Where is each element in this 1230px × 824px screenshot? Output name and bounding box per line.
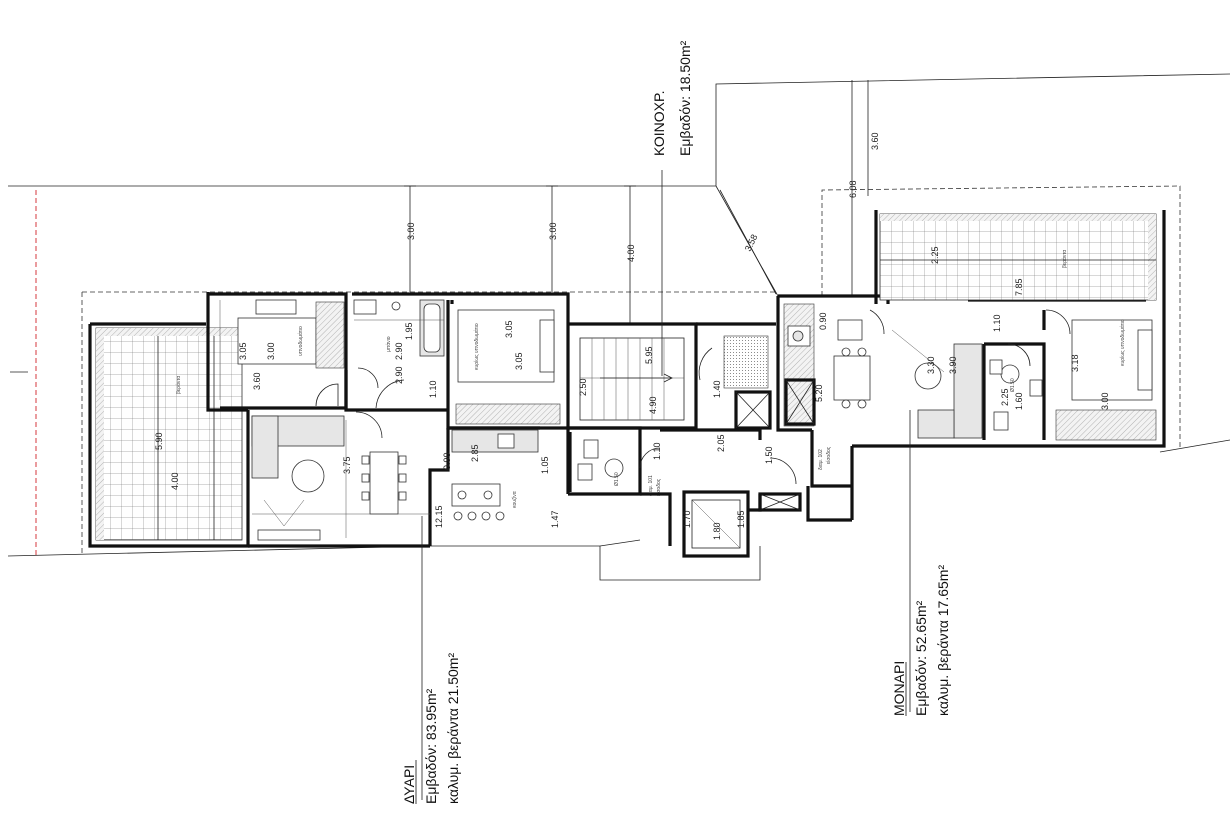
dyari-name: ΔΥΑΡΙ	[401, 765, 417, 804]
dim-liv-a: 3.75	[342, 456, 352, 474]
label-bath: μπάνιο	[385, 336, 392, 352]
dim-setback-b: 3.00	[548, 222, 558, 240]
dim-st-d: 1.40	[712, 380, 722, 398]
dim-rb-b: 2.25	[1000, 388, 1010, 406]
room-master-bedroom-1: κυρίως υπνοδωμάτιο 3.05 3.05	[455, 309, 561, 425]
label-d2: Ø1.50	[1010, 378, 1016, 392]
dim-vl-a: 5.90	[154, 432, 164, 450]
setback-dimensions: 3.00 3.00 4.00 3.58 6.08 3.60	[404, 80, 880, 324]
dim-st-f: 2.05	[716, 434, 726, 452]
dim-setback-c: 4.00	[626, 244, 636, 262]
dim-st-b: 5.95	[644, 346, 654, 364]
dim-m2-a: 3.18	[1070, 354, 1080, 372]
veranda-left: βεράντα 5.90 4.00	[95, 327, 243, 541]
label-master-2: κυρίως υπνοδωμάτιο	[1119, 319, 1126, 366]
room-monari-bath: Ø1.50 2.25 1.60	[989, 343, 1043, 431]
dim-r-a: 0.90	[818, 312, 828, 330]
dim-rb-a: 1.10	[992, 314, 1002, 332]
dim-lift-a: 1.70	[682, 510, 692, 528]
monari-walls	[776, 210, 1166, 522]
dim-right-a: 6.08	[848, 180, 858, 198]
label-dyari: ΔΥΑΡΙ Εμβαδόν: 83.95m² καλυμ. βεράντα 21…	[401, 516, 461, 804]
label-apt-102: διαμ. 102	[818, 449, 824, 470]
dim-st-g: 1.50	[764, 446, 774, 464]
dim-r-b: 5.20	[814, 384, 824, 402]
room-monari-living: 3.30 3.90 1.10	[891, 314, 1002, 439]
dim-b1-a: 3.05	[238, 342, 248, 360]
label-kitchen: κουζίνα	[512, 491, 518, 508]
label-bedroom-1: υπνοδωμάτιο	[297, 326, 304, 356]
veranda-right: βεράντα 2.25 7.85	[879, 213, 1157, 301]
label-apt-101: διαμ. 101	[648, 475, 654, 496]
dim-k-b: 2.85	[470, 444, 480, 462]
dim-b1-c: 3.60	[252, 372, 262, 390]
room-bedroom-1: υπνοδωμάτιο 3.05 3.00 3.60	[219, 299, 345, 407]
dim-corr-b: 1.10	[428, 380, 438, 398]
dim-b1-b: 3.00	[266, 342, 276, 360]
dim-k-a: 0.90	[442, 452, 452, 470]
dim-k-c: 1.05	[540, 456, 550, 474]
dyari-walls	[88, 292, 570, 548]
monari-name: ΜΟΝΑΡΙ	[891, 661, 907, 716]
label-veranda-left: βεράντα	[175, 376, 182, 394]
dim-corr-a: 2.90	[394, 366, 404, 384]
dim-vr-a: 2.25	[930, 246, 940, 264]
dim-st-e: 1.10	[652, 442, 662, 460]
dim-m1-a: 3.05	[504, 320, 514, 338]
dim-rl-a: 3.30	[926, 356, 936, 374]
dim-lift-b: 1.80	[712, 522, 722, 540]
dim-st-a: 2.50	[578, 378, 588, 396]
common-area: 2.50 5.95 4.90 1.40 Ø1.50 1.10 διαμ. 101…	[568, 322, 802, 558]
room-kitchen: κουζίνα 0.90 2.85 1.05 1.47	[442, 429, 560, 528]
dim-lift-c: 1.85	[736, 510, 746, 528]
dim-liv-b: 12.15	[434, 505, 444, 528]
dim-bath-a: 1.95	[404, 322, 414, 340]
plot-boundary	[7, 73, 1230, 581]
dim-vr-b: 7.85	[1014, 278, 1024, 296]
dim-k-d: 1.47	[550, 510, 560, 528]
dim-right-b: 3.60	[870, 132, 880, 150]
koinoxr-area: Εμβαδόν: 18.50m²	[677, 40, 693, 156]
monari-area: Εμβαδόν: 52.65m²	[913, 600, 929, 716]
dim-bath-b: 2.90	[394, 342, 404, 360]
koinoxr-name: ΚΟΙΝΟΧΡ.	[651, 91, 667, 156]
room-master-bedroom-2: κυρίως υπνοδωμάτιο 3.18 3.00	[1045, 309, 1157, 441]
dim-m1-b: 3.05	[514, 352, 524, 370]
label-koinoxr: ΚΟΙΝΟΧΡ. Εμβαδόν: 18.50m²	[651, 40, 693, 376]
dyari-veranda: καλυμ. βεράντα 21.50m²	[445, 653, 461, 804]
label-entrance-102: είσοδος	[826, 446, 832, 464]
dim-rb-c: 1.60	[1014, 392, 1024, 410]
dyari-area: Εμβαδόν: 83.95m²	[423, 688, 439, 804]
room-monari-kitchen: 0.90 5.20 διαμ. 102 είσοδος	[783, 303, 885, 470]
label-veranda-right: βεράντα	[1061, 250, 1068, 268]
dim-setback-a: 3.00	[406, 222, 416, 240]
dim-rl-b: 3.90	[948, 356, 958, 374]
dim-vl-b: 4.00	[170, 472, 180, 490]
dim-st-c: 4.90	[648, 396, 658, 414]
dim-m2-b: 3.00	[1100, 392, 1110, 410]
label-master-1: κυρίως υπνοδωμάτιο	[473, 323, 480, 370]
label-entrance-101: είσοδος	[656, 478, 662, 496]
label-monari: ΜΟΝΑΡΙ Εμβαδόν: 52.65m² καλυμ. βεράντα 1…	[891, 410, 951, 716]
monari-veranda: καλυμ. βεράντα 17.65m²	[935, 565, 951, 716]
label-d1: Ø1.50	[614, 472, 620, 486]
dim-diag: 3.58	[743, 233, 760, 253]
room-living: 3.75 12.15	[251, 411, 444, 541]
room-bathroom: μπάνιο 1.95 2.90 2.90 1.10	[353, 299, 445, 409]
